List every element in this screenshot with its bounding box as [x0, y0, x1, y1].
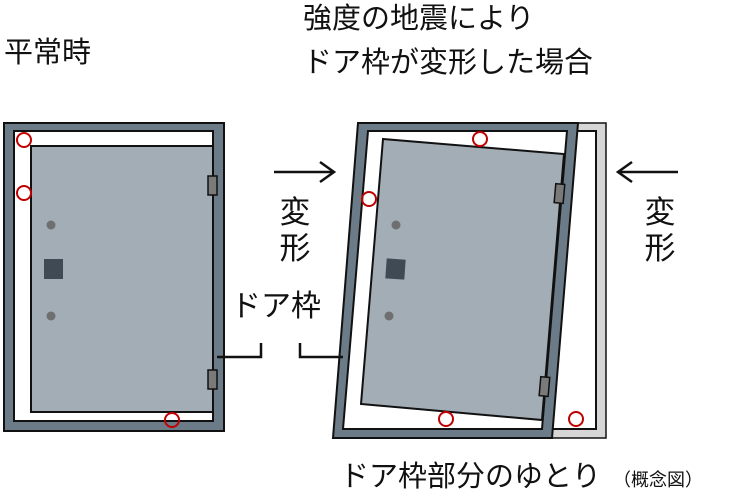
hinge-icon [207, 369, 218, 390]
frame-leader-left [217, 343, 263, 359]
door-frame-label: ドア枠 [231, 289, 321, 324]
arrow-left-icon [615, 160, 678, 184]
deform-char: 変 [279, 195, 311, 231]
caption-text: ドア枠部分のゆとり [340, 459, 602, 493]
clearance-marker-icon [16, 185, 32, 201]
title-earthquake-line1: 強度の地震により [303, 1, 535, 35]
lock-icon [44, 259, 63, 279]
hinge-icon [553, 182, 566, 205]
hinge-icon [207, 175, 218, 196]
door-knob-icon [46, 311, 56, 321]
deformed-door-diagram [298, 122, 607, 439]
deformed-door-panel [359, 137, 566, 422]
clearance-marker-icon [472, 131, 488, 147]
deform-label-right: 変 形 [643, 195, 677, 267]
clearance-marker-icon [361, 191, 377, 207]
title-normal: 平常時 [4, 35, 92, 69]
clearance-marker-icon [438, 411, 454, 427]
caption-note: （概念図） [613, 470, 704, 491]
frame-leader-right [298, 343, 343, 359]
title-earthquake-line2: ドア枠が変形した場合 [303, 45, 594, 79]
deform-char: 形 [644, 231, 676, 267]
hinge-icon [538, 375, 551, 398]
deform-label-left: 変 形 [278, 195, 312, 267]
caption: ドア枠部分のゆとり （概念図） [340, 462, 703, 491]
deform-char: 変 [644, 195, 676, 231]
lock-icon [385, 258, 406, 280]
door-knob-icon [391, 220, 401, 230]
clearance-marker-icon [16, 132, 32, 148]
door-knob-icon [384, 311, 394, 321]
clearance-marker-icon [164, 412, 180, 428]
arrow-right-icon [274, 160, 337, 184]
normal-door-diagram [3, 122, 263, 432]
clearance-marker-icon [568, 411, 584, 427]
deform-char: 形 [279, 231, 311, 267]
door-knob-icon [46, 220, 56, 230]
